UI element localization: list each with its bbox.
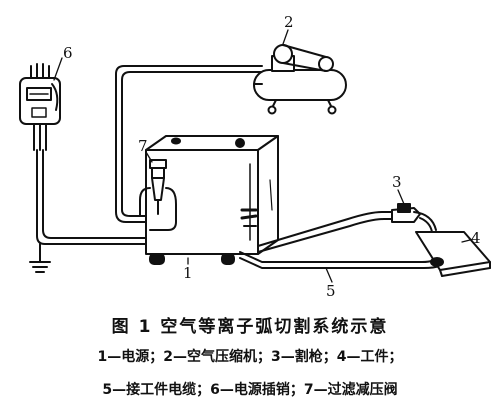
callout-power-plug: 6 [63,44,73,62]
callout-power-source: 1 [183,264,193,282]
legend-line-1: 1—电源；2—空气压缩机；3—割枪；4—工件； [97,349,403,365]
work-cable [239,251,447,269]
cutting-torch [391,203,437,233]
power-plug [19,63,61,151]
figure-title: 图 1 空气等离子弧切割系统示意 [111,317,389,337]
callout-cutting-torch: 3 [392,173,402,191]
callout-work-cable: 5 [326,282,336,300]
callout-air-compressor: 2 [284,13,294,31]
filter-regulator [139,159,177,231]
callout-workpiece: 4 [471,229,481,247]
legend-line-2: 5—接工件电缆；6—电源插销；7—过滤减压阀 [102,382,398,398]
air-hose [115,65,263,223]
callout-leaders [53,29,471,283]
ground-symbol [29,247,51,273]
mains-cable [36,149,151,249]
callout-filter-regulator: 7 [138,137,148,155]
air-compressor [253,44,347,115]
torch-hose [257,211,397,253]
workpiece [415,231,491,277]
power-source [145,135,279,265]
